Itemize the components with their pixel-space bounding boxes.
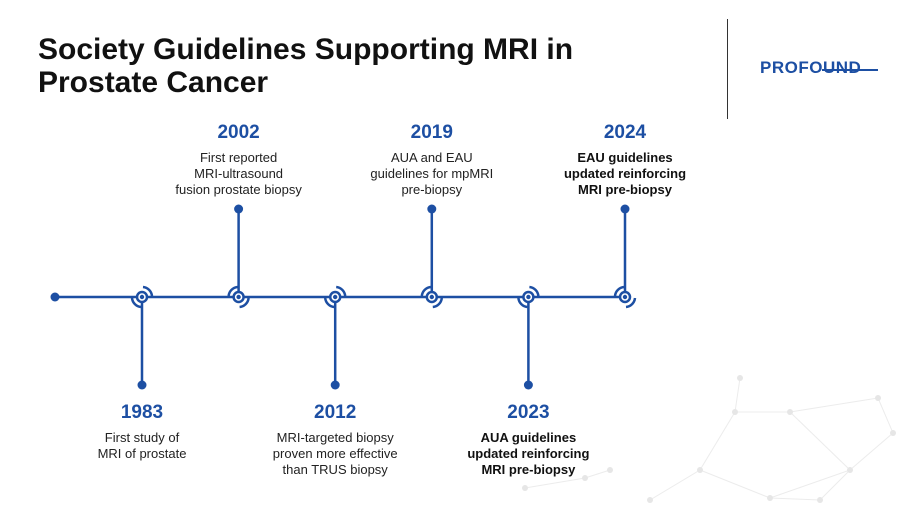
background-network-line (524, 477, 586, 489)
background-network-line (699, 469, 771, 499)
background-network-node (787, 409, 793, 415)
background-network-node (732, 409, 738, 415)
background-network-node (817, 497, 823, 503)
background-network-line (789, 397, 879, 413)
background-network-node (647, 497, 653, 503)
timeline-junction-dot (622, 294, 628, 300)
timeline-junction-dot (236, 294, 241, 300)
background-network-line (734, 377, 741, 413)
timeline-junction-arc (142, 285, 154, 297)
timeline-junction-arc (130, 297, 142, 309)
timeline-start-dot (50, 292, 60, 302)
event-year: 1983 (120, 402, 164, 423)
timeline-end-dot (137, 380, 147, 390)
timeline-junction-arc (420, 285, 432, 297)
profound-logo: PROFOUND (760, 58, 862, 77)
timeline-end-dot (523, 380, 533, 390)
background-network-node (607, 467, 613, 473)
event-year: 2023 (507, 402, 550, 423)
background-network-line (699, 411, 736, 471)
event-description: First reported MRI-ultrasound fusion pro… (175, 150, 302, 197)
timeline-end-dot (427, 204, 437, 214)
background-network-node (847, 467, 853, 473)
background-network-node (875, 395, 881, 401)
event-description: First study of MRI of prostate (97, 430, 187, 461)
background-network-line (849, 432, 894, 471)
background-network-line (649, 469, 701, 501)
event-description: AUA guidelines updated reinforcing MRI p… (467, 430, 590, 477)
timeline-junction-arc (239, 297, 250, 309)
background-network-line (877, 397, 894, 434)
timeline-junction-arc (227, 285, 238, 297)
timeline-junction-arc (529, 285, 540, 297)
background-network-line (789, 411, 851, 471)
timeline-junction-dot (429, 294, 434, 300)
timeline-junction-dot (139, 294, 145, 300)
timeline-junction-arc (335, 285, 347, 297)
timeline-junction-dot (526, 294, 531, 300)
event-year: 2024 (603, 122, 647, 143)
timeline-junction-arc (517, 297, 528, 309)
background-network-node (890, 430, 896, 436)
background-network-node (522, 485, 528, 491)
background-network-node (767, 495, 773, 501)
event-year: 2002 (217, 122, 260, 143)
background-network-line (584, 469, 611, 479)
timeline-junction-dot (333, 294, 338, 300)
header-divider (727, 19, 728, 119)
timeline-end-dot (330, 380, 340, 390)
event-description: EAU guidelines updated reinforcing MRI p… (563, 150, 687, 197)
background-network-node (737, 375, 743, 381)
event-description: AUA and EAU guidelines for mpMRI pre-bio… (370, 150, 494, 197)
event-year: 2019 (410, 122, 453, 143)
event-year: 2012 (314, 402, 357, 423)
timeline-junction-arc (625, 297, 637, 309)
timeline-end-dot (620, 204, 630, 214)
page-title: Society Guidelines Supporting MRI in Pro… (38, 33, 574, 99)
event-description: MRI-targeted biopsy proven more effectiv… (272, 430, 398, 477)
background-network-node (697, 467, 703, 473)
background-network-line (769, 469, 851, 499)
background-network-line (819, 469, 851, 501)
background-network-node (582, 475, 588, 481)
timeline-junction-arc (613, 285, 625, 297)
timeline-junction-arc (323, 297, 335, 309)
background-network-line (769, 497, 821, 501)
timeline-end-dot (234, 204, 244, 214)
logo-underline (822, 69, 878, 71)
timeline-junction-arc (432, 297, 444, 309)
